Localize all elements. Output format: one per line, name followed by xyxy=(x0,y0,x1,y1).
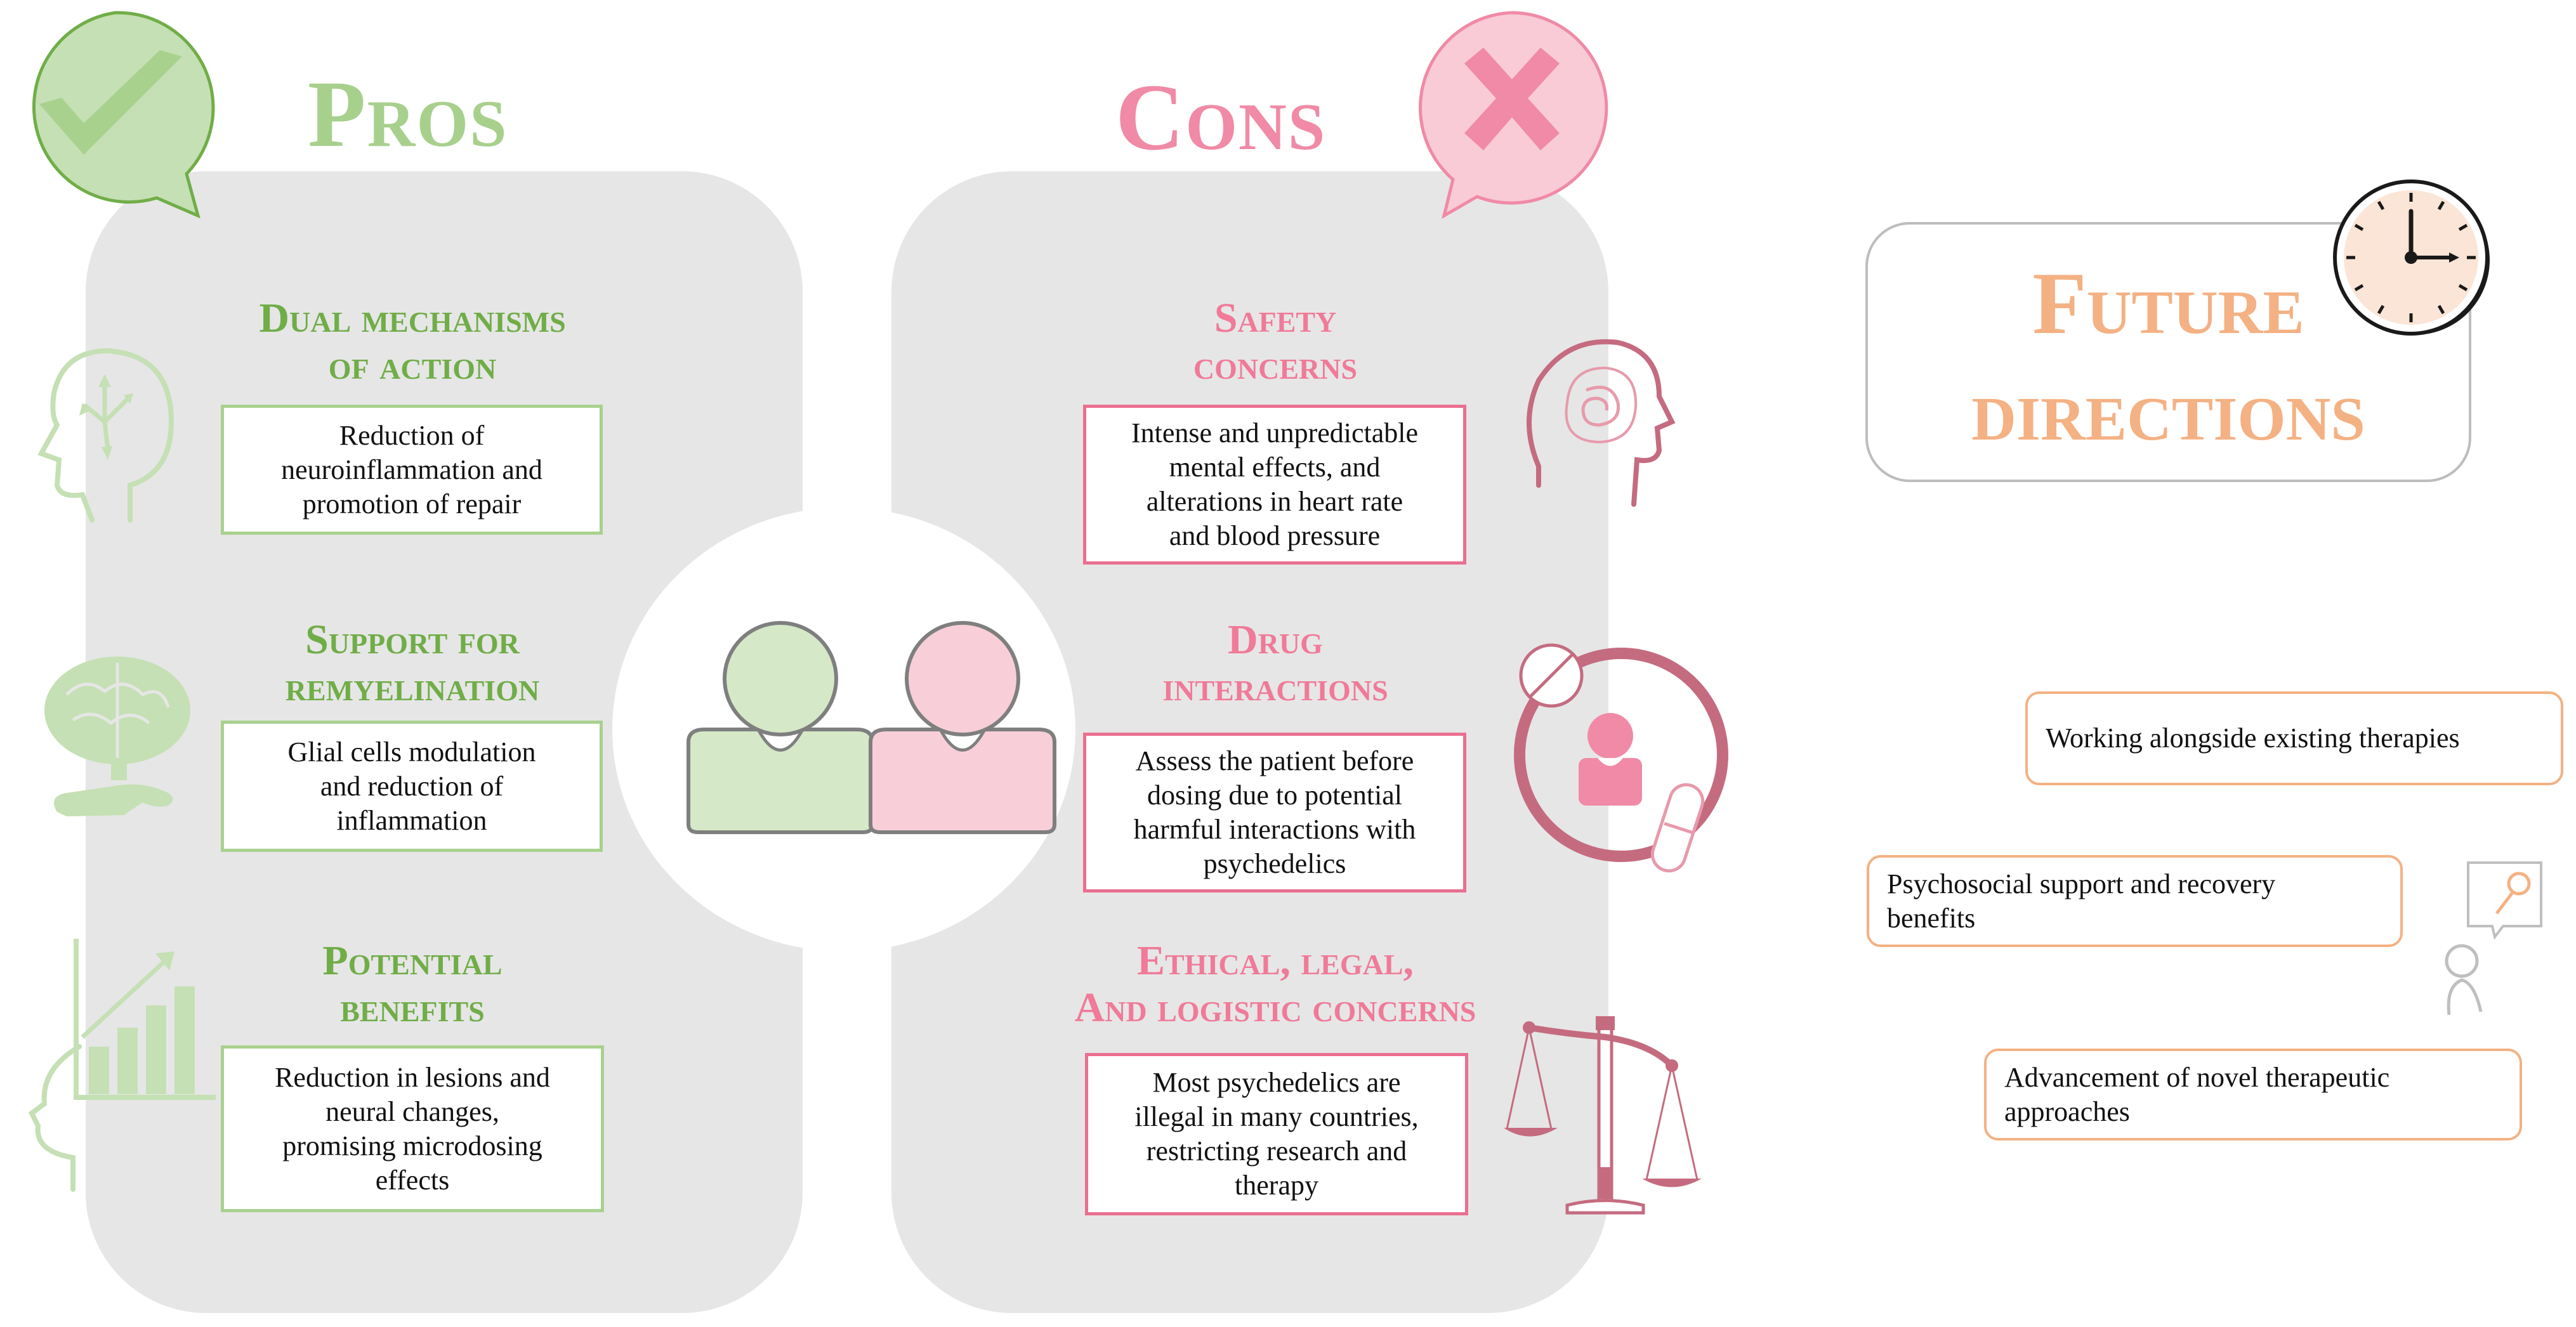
x-speech-bubble-icon xyxy=(1419,11,1608,219)
scales-icon xyxy=(1504,1016,1702,1215)
pros-title: Pros xyxy=(308,62,508,167)
clock-icon xyxy=(2333,180,2490,336)
person-pink-icon xyxy=(869,621,1056,834)
future-item-1: Working alongside existing therapies xyxy=(2025,691,2563,785)
head-arrows-icon xyxy=(37,348,174,523)
brain-hand-icon xyxy=(44,657,190,816)
cons-title: Cons xyxy=(1115,65,1327,170)
person-green-icon xyxy=(687,621,874,834)
check-speech-bubble-icon xyxy=(32,11,215,219)
person-idea-icon xyxy=(2445,861,2542,1016)
cons-item-3-heading: Ethical, legal,And logistic concerns xyxy=(1074,938,1476,1031)
head-growth-chart-icon xyxy=(28,939,216,1192)
head-spiral-icon xyxy=(1527,339,1676,507)
no-drug-person-pill-icon xyxy=(1514,643,1728,873)
